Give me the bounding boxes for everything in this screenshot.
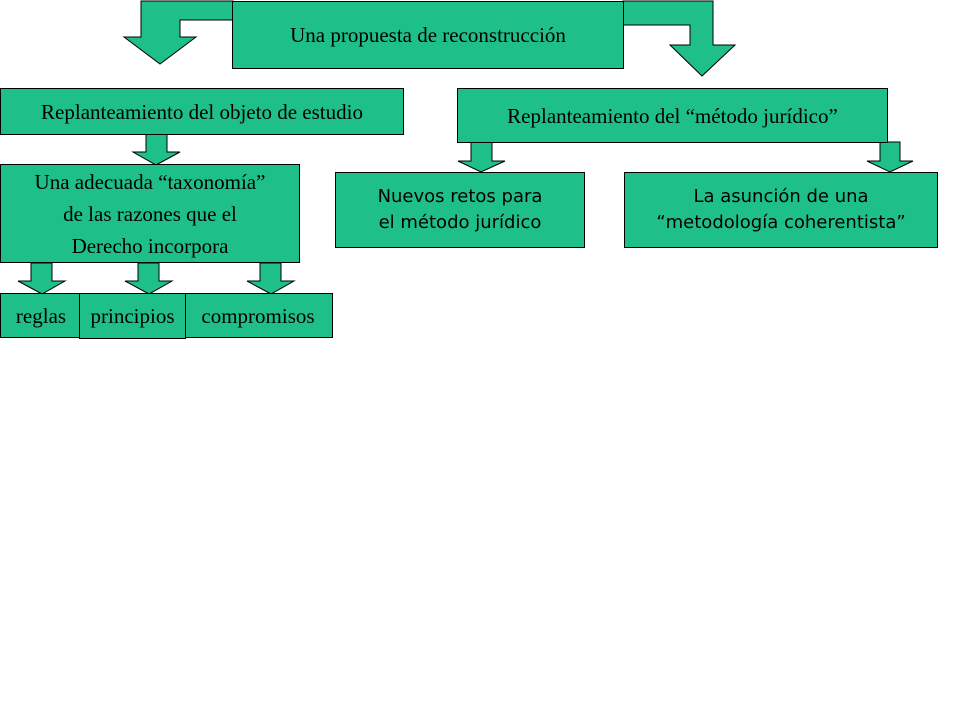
arrow-taxonomy-to-principios xyxy=(124,262,174,295)
arrow-title-to-right-branch xyxy=(622,0,737,77)
arrow-left-branch-to-taxonomy xyxy=(131,133,181,166)
taxonomy-box: Una adecuada “taxonomía” de las razones … xyxy=(0,164,300,263)
arrow-right-branch-to-retos xyxy=(457,141,506,173)
right-branch-box: Replanteamiento del “método jurídico” xyxy=(457,88,888,143)
leaf-reglas: reglas xyxy=(0,293,82,338)
nuevos-retos-box: Nuevos retos para el método jurídico xyxy=(335,172,585,248)
left-branch-box: Replanteamiento del objeto de estudio xyxy=(0,88,404,135)
arrow-taxonomy-to-reglas xyxy=(17,262,67,295)
title-box: Una propuesta de reconstrucción xyxy=(232,1,624,69)
leaf-principios: principios xyxy=(79,293,186,339)
arrow-taxonomy-to-compromisos xyxy=(246,262,296,295)
coherentista-box: La asunción de una “metodología coherent… xyxy=(624,172,938,248)
leaf-compromisos: compromisos xyxy=(183,293,333,338)
arrow-right-branch-to-coherentista xyxy=(866,141,914,173)
arrow-title-to-left-branch xyxy=(122,0,234,65)
